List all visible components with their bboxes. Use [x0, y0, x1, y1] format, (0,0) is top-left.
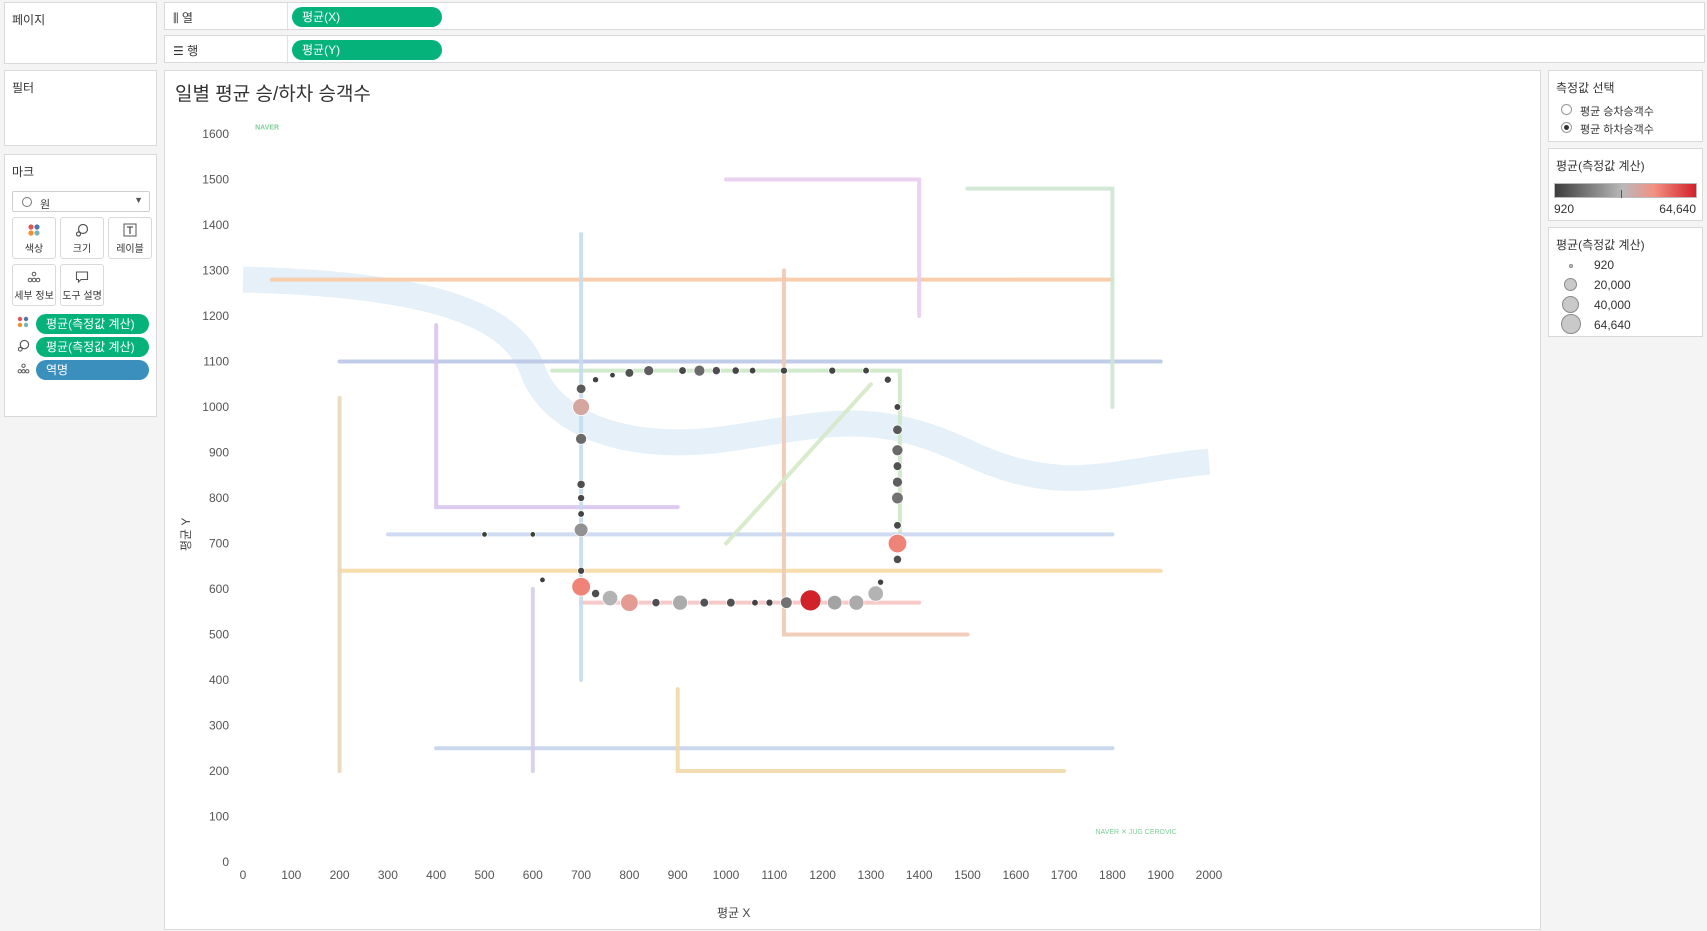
- detail-dots-icon: [17, 362, 33, 378]
- y-axis-title: 평균 Y: [179, 517, 193, 551]
- shelf-divider: [287, 3, 288, 31]
- color-gradient-bar: [1554, 183, 1697, 198]
- color-dots-icon: [13, 218, 55, 240]
- text-label-icon: [109, 218, 151, 240]
- size-circle: [1561, 314, 1581, 334]
- circle-mark-icon: [22, 197, 32, 207]
- chevron-down-icon: ▼: [134, 195, 143, 205]
- gradient-center-marker: [1621, 190, 1622, 198]
- size-circle: [1562, 296, 1579, 313]
- size-button-label: 크기: [72, 244, 92, 255]
- viz-area: 일별 평균 승/하차 승객수 평균 Y 평균 X: [164, 70, 1541, 930]
- pages-card[interactable]: 페이지: [4, 2, 157, 64]
- radio-circle: [1561, 122, 1572, 133]
- size-circle: [1564, 278, 1577, 291]
- pages-title: 페이지: [12, 13, 46, 27]
- color-button-label: 색상: [24, 244, 44, 255]
- detail-button-label: 세부 정보: [14, 291, 54, 302]
- mark-pill-size[interactable]: 평균(측정값 계산): [36, 337, 149, 357]
- columns-shelf[interactable]: ⫼ 열 평균(X): [164, 2, 1705, 31]
- marks-title: 마크: [12, 165, 35, 179]
- color-legend-title: 평균(측정값 계산): [1556, 159, 1645, 173]
- tooltip-bubble-icon: [61, 265, 103, 287]
- color-dots-icon: [17, 316, 33, 332]
- size-icon: [61, 218, 103, 240]
- measure-select-card: 측정값 선택 평균 승차승객수 평균 하차승객수: [1548, 70, 1703, 142]
- detail-dots-icon: [13, 265, 55, 287]
- detail-button[interactable]: 세부 정보: [12, 264, 56, 306]
- filters-title: 필터: [12, 81, 35, 95]
- color-legend-min: 920: [1554, 202, 1575, 216]
- shelf-divider: [287, 36, 288, 64]
- size-circle: [1569, 264, 1573, 268]
- mark-type-dropdown[interactable]: 원 ▼: [12, 191, 150, 212]
- rows-shelf-label: ☰ 행: [173, 44, 199, 58]
- label-button[interactable]: 레이블: [108, 217, 152, 259]
- measure-select-title: 측정값 선택: [1556, 81, 1615, 95]
- mark-type-value: 원: [40, 199, 51, 211]
- rows-shelf[interactable]: ☰ 행 평균(Y): [164, 35, 1705, 64]
- color-legend-max: 64,640: [1659, 202, 1696, 216]
- radio-circle: [1561, 104, 1572, 115]
- columns-icon: ⫼: [173, 11, 179, 25]
- viz-title: 일별 평균 승/하차 승객수: [175, 84, 371, 105]
- size-button[interactable]: 크기: [60, 217, 104, 259]
- tooltip-button[interactable]: 도구 설명: [60, 264, 104, 306]
- columns-shelf-label: ⫼ 열: [173, 11, 193, 25]
- rows-icon: ☰: [173, 44, 184, 58]
- filters-card[interactable]: 필터: [4, 70, 157, 146]
- tooltip-button-label: 도구 설명: [62, 291, 102, 302]
- marks-card: 마크 원 ▼ 색상 크기 레이블 세부 정보 도구 설명: [4, 154, 157, 417]
- size-icon: [17, 339, 33, 355]
- rows-pill[interactable]: 평균(Y): [292, 40, 442, 60]
- mark-pill-detail[interactable]: 역명: [36, 360, 149, 380]
- label-button-label: 레이블: [116, 244, 144, 255]
- x-axis-title: 평균 X: [717, 906, 751, 920]
- color-legend-card: 평균(측정값 계산) 920 64,640: [1548, 148, 1703, 221]
- size-legend-card: 평균(측정값 계산) 920 20,000 40,000 64,640: [1548, 227, 1703, 337]
- mark-pill-color[interactable]: 평균(측정값 계산): [36, 314, 149, 334]
- color-button[interactable]: 색상: [12, 217, 56, 259]
- size-legend-title: 평균(측정값 계산): [1556, 238, 1645, 252]
- columns-pill[interactable]: 평균(X): [292, 7, 442, 27]
